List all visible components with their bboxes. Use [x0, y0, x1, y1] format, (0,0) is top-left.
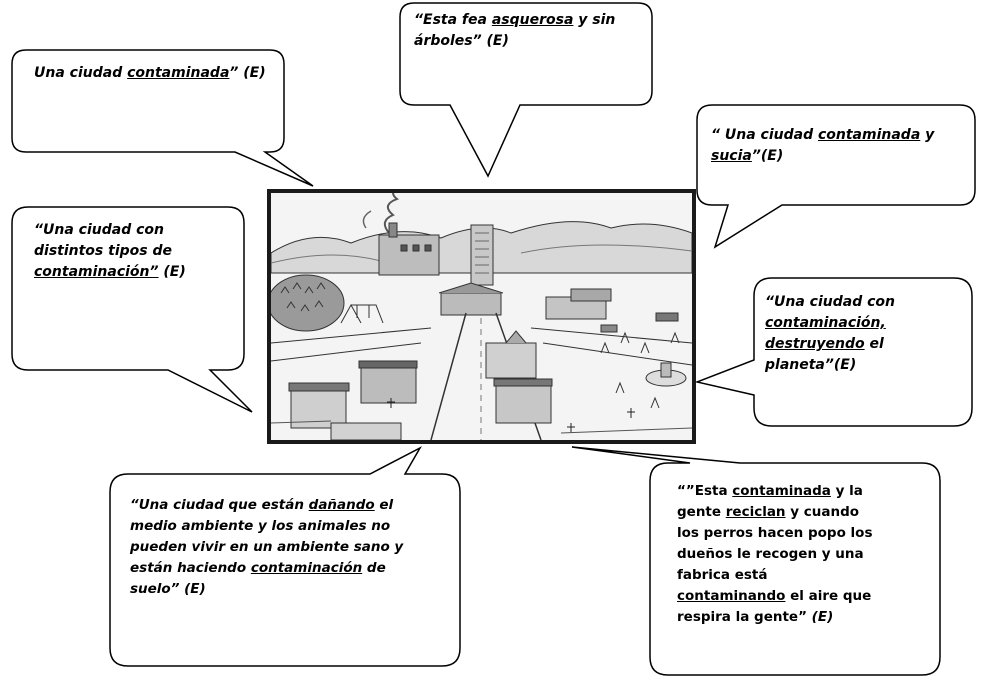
- bubble-outline-right: [694, 277, 973, 427]
- quote-contaminada: Una ciudad contaminada” (E): [34, 65, 266, 81]
- city-drawing: [267, 189, 696, 444]
- swing-set: [340, 303, 384, 324]
- plaza-building: [440, 292, 502, 316]
- bubble-outline-bottom-right: [571, 446, 941, 676]
- bubble-outline-top-center: [399, 2, 653, 178]
- factory-building: [378, 234, 440, 276]
- car: [655, 312, 679, 322]
- bubble-outline-bottom-left: [109, 446, 461, 667]
- bubble-outline-top-right: [696, 104, 976, 249]
- factory-smoke: [383, 193, 399, 234]
- house-right-1: [495, 382, 552, 424]
- tall-tower: [470, 224, 494, 286]
- bubble-outline-left: [11, 206, 253, 413]
- tree-cluster: [271, 274, 345, 332]
- bubble-outline-top-left: [11, 49, 314, 187]
